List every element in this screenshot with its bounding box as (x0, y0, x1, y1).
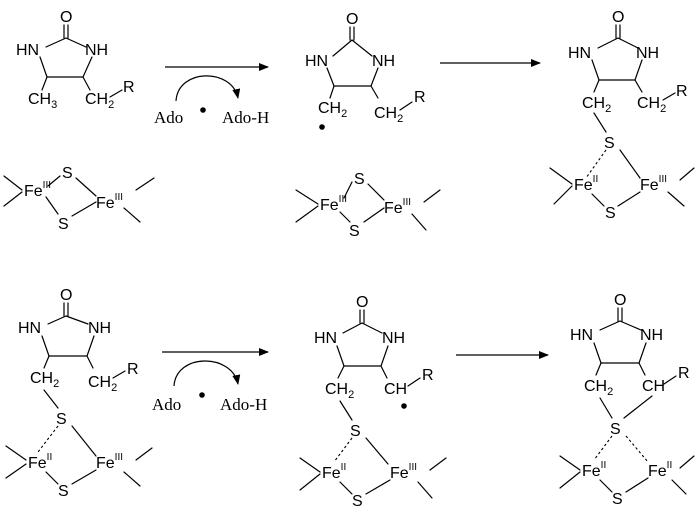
fe-atom-left: FeII (582, 460, 606, 480)
r-group: R (678, 365, 690, 382)
nh-right: NH (382, 330, 405, 347)
substrate-radical: O HN NH CH2 CH2 R (305, 11, 426, 130)
fe-atom-left: FeIII (24, 180, 51, 200)
nh-right: NH (88, 320, 111, 337)
fe-atom-left: FeII (322, 462, 346, 482)
sulfur-bottom: S (58, 483, 69, 500)
carbonyl-oxygen: O (612, 9, 624, 26)
radical-dot (199, 392, 205, 398)
fe-s-cluster-mixed: FeII FeIII S (549, 149, 695, 222)
nh-left: HN (568, 45, 591, 62)
nh-right: NH (85, 42, 108, 59)
r-group: R (676, 83, 688, 100)
nh-left: HN (16, 42, 39, 59)
fe-atom-right: FeIII (96, 192, 123, 212)
sulfur-bottom: S (349, 223, 360, 240)
substrate-cluster-adduct: O HN NH CH2 CH2 R S (568, 9, 688, 152)
r-group: R (414, 89, 426, 106)
carbonyl-oxygen: O (60, 287, 72, 304)
sulfur-bottom: S (58, 216, 69, 233)
sulfur-bottom: S (605, 205, 616, 222)
sulfur-bottom: S (352, 493, 363, 510)
methylene-label: CH2 (584, 378, 613, 398)
methyl-label: CH3 (28, 91, 57, 111)
methine-radical-label: CH (384, 381, 407, 398)
ado-h-label: Ado-H (220, 395, 267, 414)
fe-atom-right: FeII (648, 460, 672, 480)
carbonyl-oxygen: O (614, 292, 626, 309)
nh-right: NH (372, 53, 395, 70)
bridging-sulfur: S (604, 135, 615, 152)
nh-left: HN (18, 320, 41, 337)
sulfur-top: S (62, 165, 73, 182)
fe-atom-left: FeIII (320, 194, 347, 214)
fe-s-cluster-oxidized: FeIII FeIII S S (3, 165, 155, 233)
radical-dot (200, 107, 206, 113)
methylene-radical-label: CH2 (318, 100, 347, 120)
methylene-label: CH2 (85, 91, 114, 111)
nh-right: NH (640, 327, 663, 344)
carbonyl-oxygen: O (356, 294, 368, 311)
radical-dot (401, 403, 407, 409)
substrate-cluster-adduct: O HN NH CH2 CH2 R S FeII FeIII S (5, 287, 153, 500)
methylene-label: CH2 (88, 374, 117, 394)
fe-atom-left: FeII (28, 452, 52, 472)
ado-h-label: Ado-H (222, 108, 269, 127)
reaction-arrow-1: Ado Ado-H (154, 63, 269, 127)
nh-left: HN (314, 330, 337, 347)
bridging-sulfur: S (610, 421, 621, 438)
ado-label: Ado (154, 108, 183, 127)
carbonyl-oxygen: O (346, 11, 358, 28)
methine-label: CH (642, 378, 665, 395)
nh-left: HN (570, 327, 593, 344)
methylene-label: CH2 (325, 381, 354, 401)
r-group: R (127, 361, 139, 378)
methylene-label: CH2 (637, 95, 666, 115)
fe-atom-right: FeIII (384, 197, 411, 217)
imidazolidinone-substrate: O HN NH CH3 CH2 R (16, 9, 135, 111)
sulfur-bottom: S (612, 491, 623, 508)
fe-s-cluster-oxidized: FeIII FeIII S S (295, 171, 441, 240)
methylene-label: CH2 (582, 95, 611, 115)
r-group: R (422, 367, 434, 384)
nh-right: NH (636, 45, 659, 62)
radical-dot (319, 124, 325, 130)
fe-atom-right: FeIII (96, 452, 123, 472)
methylene-label: CH2 (374, 105, 403, 125)
bridging-sulfur: S (56, 411, 67, 428)
carbonyl-oxygen: O (60, 9, 72, 26)
thiolane-product-cluster: O HN NH CH2 CH R S FeII FeII S (559, 292, 695, 508)
bridging-sulfur: S (350, 423, 361, 440)
r-group: R (123, 79, 135, 96)
ado-label: Ado (152, 395, 181, 414)
nh-left: HN (305, 53, 328, 70)
substrate-radical-adduct: O HN NH CH2 CH R S FeII FeIII S (299, 294, 447, 510)
reaction-arrow-3: Ado Ado-H (152, 348, 269, 414)
sulfur-top: S (354, 171, 365, 188)
fe-atom-right: FeIII (640, 174, 667, 194)
methylene-label: CH2 (30, 370, 59, 390)
fe-atom-right: FeIII (390, 462, 417, 482)
fe-atom-left: FeII (574, 174, 598, 194)
